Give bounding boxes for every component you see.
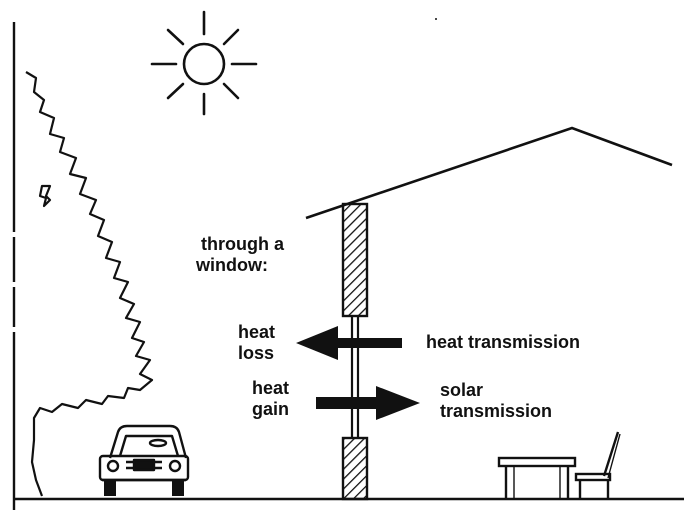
label-heat-gain-line-1: heat [252,378,290,398]
house-roof [305,126,673,220]
label-through-window: through a window: [168,234,284,276]
label-through-window-line-1: through a [201,234,284,254]
window-glass [350,316,360,438]
label-heat-gain-line-2: gain [252,399,290,419]
label-solar-transmission-line-2: transmission [440,401,553,421]
wall-upper [341,202,369,318]
label-heat-transmission: heat transmission [426,332,580,353]
speck [435,18,437,20]
table-icon [497,456,577,499]
heat-loss-arrow [296,326,402,360]
sun-icon [150,10,258,116]
label-solar-transmission-line-1: solar [440,380,484,400]
label-heat-loss-line-1: heat [238,322,276,342]
label-heat-transmission-text: heat transmission [426,332,581,352]
tree-icon [25,71,154,497]
car-icon [98,424,190,496]
label-solar-transmission: solar transmission [440,380,552,422]
label-heat-loss-line-2: loss [238,343,275,363]
label-heat-loss: heat loss [238,322,275,364]
heat-gain-arrow [316,386,420,420]
label-through-window-line-2: window: [196,255,268,275]
chair-icon [574,431,621,499]
label-heat-gain: heat gain [252,378,289,420]
wall-lower [341,436,369,501]
